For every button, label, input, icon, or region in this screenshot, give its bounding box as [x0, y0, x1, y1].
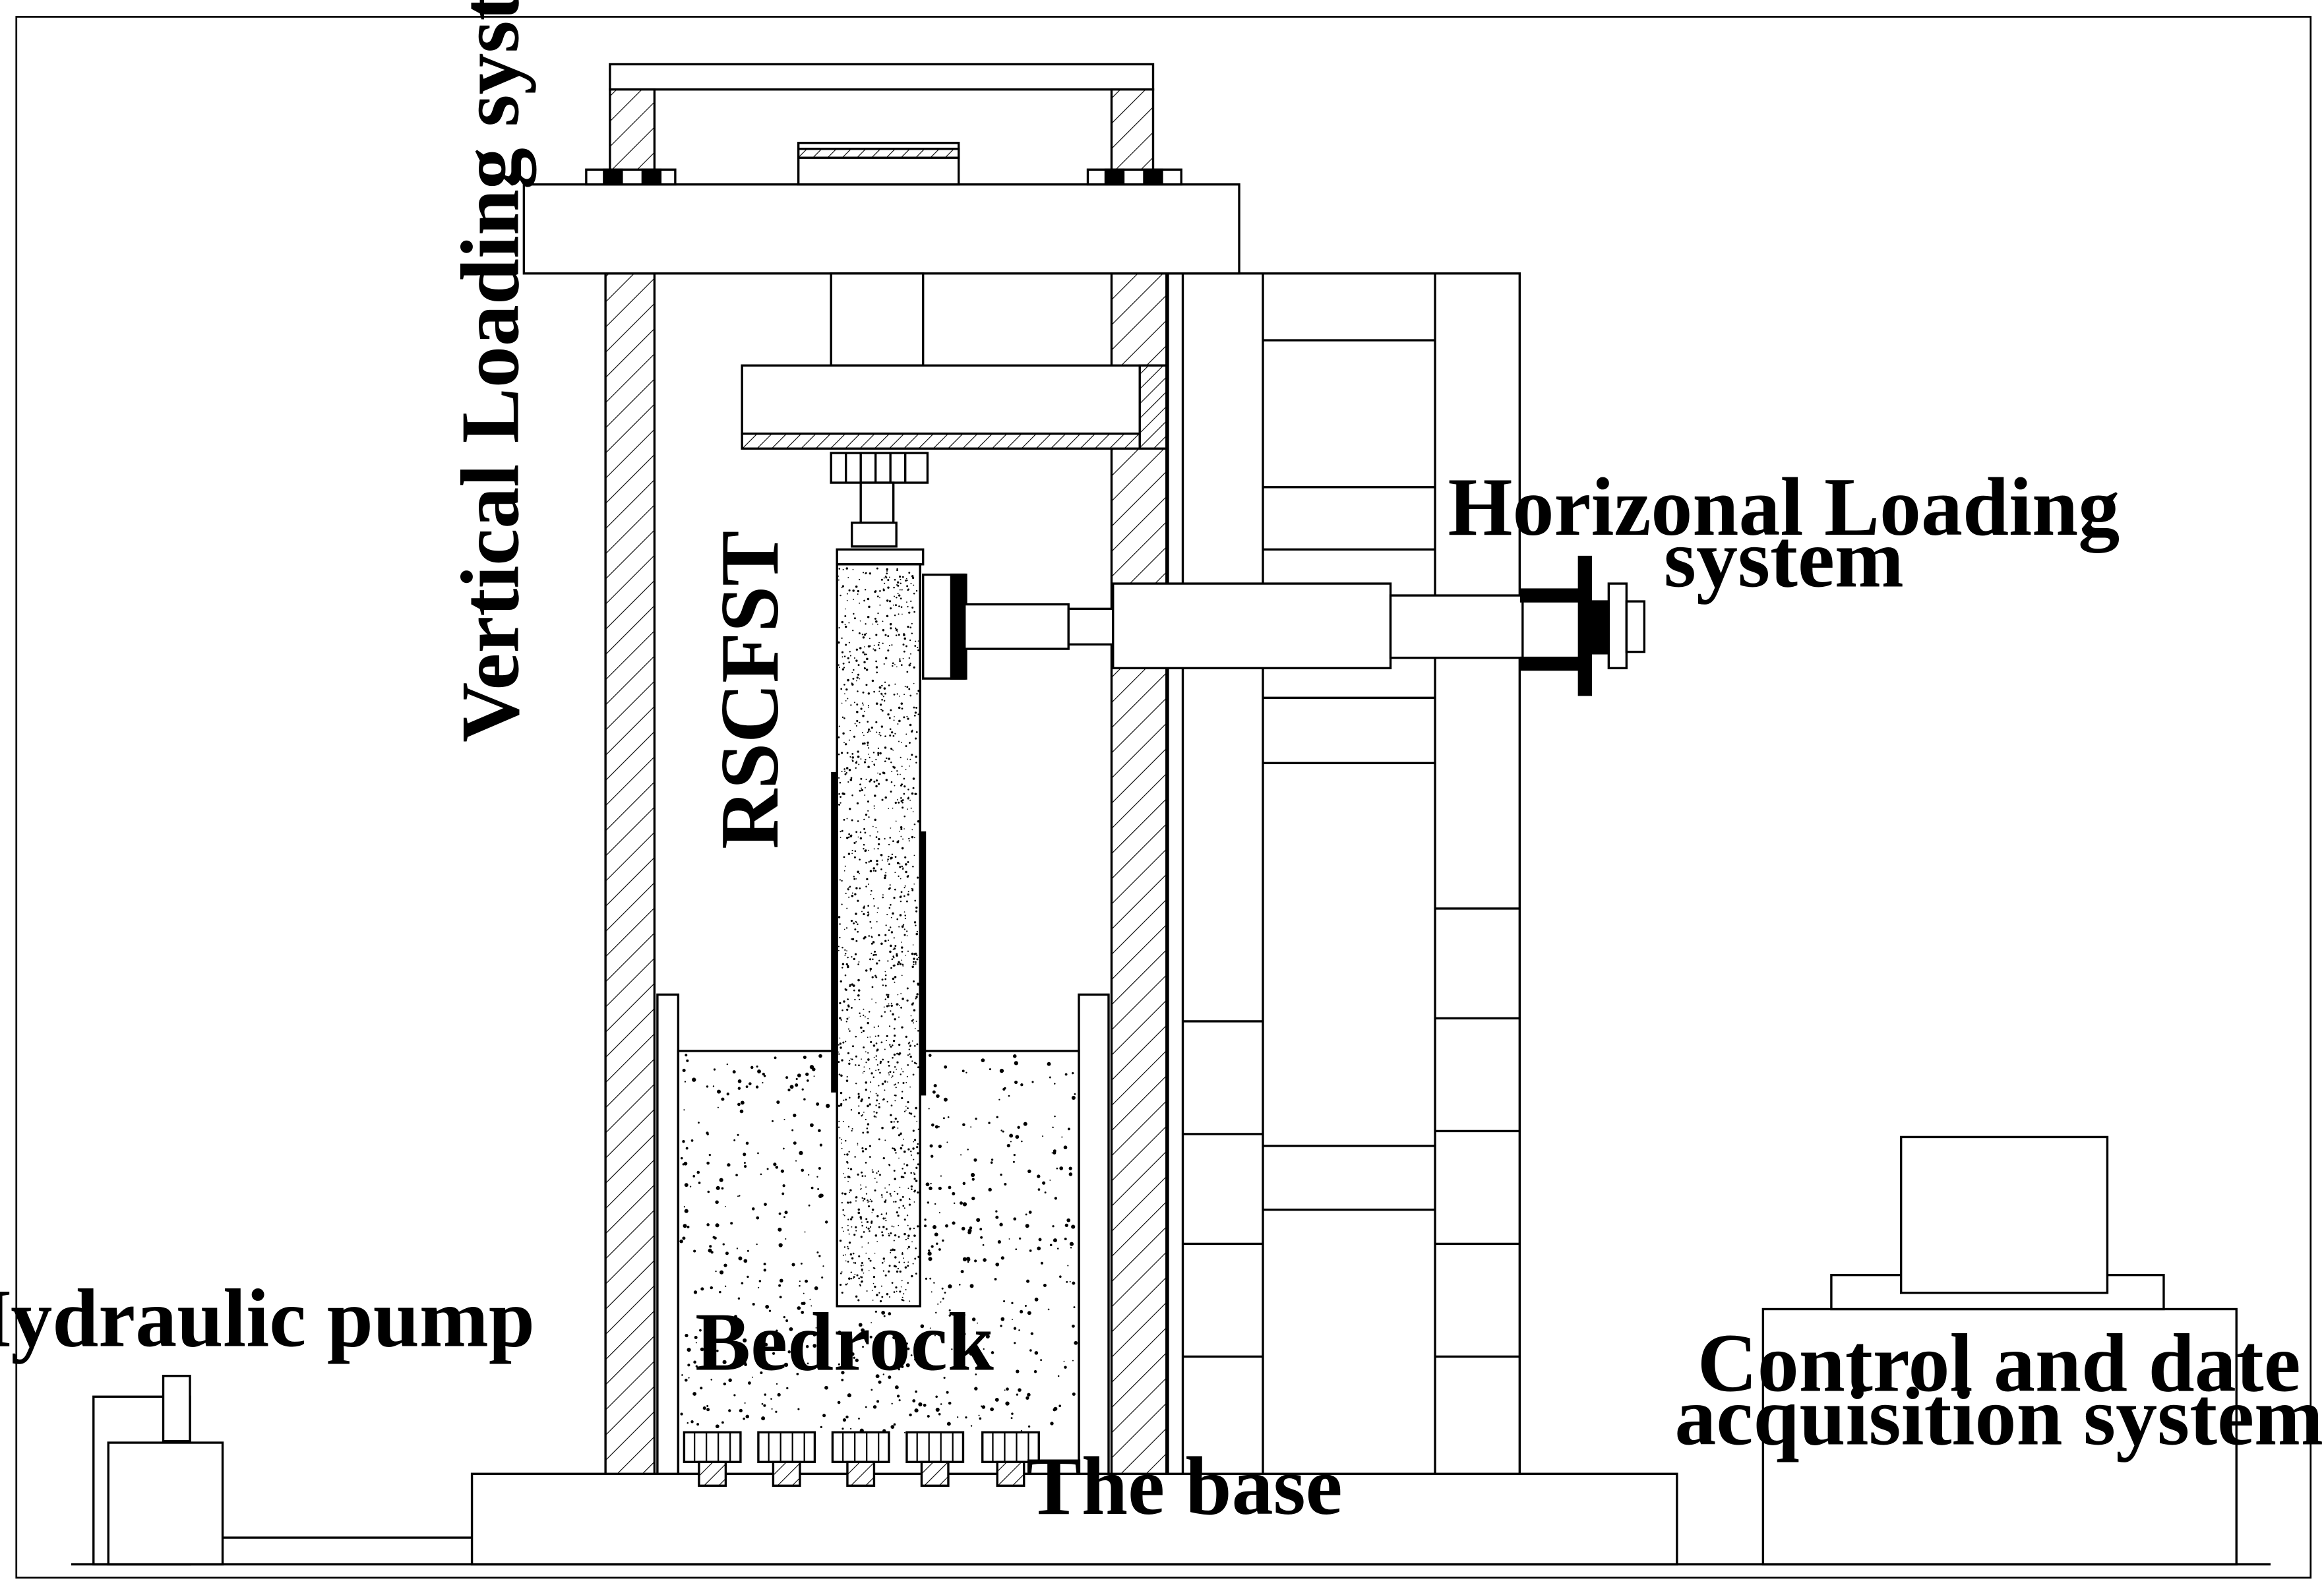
control-system-label-line1: Control and date — [1697, 1317, 2301, 1409]
anchor-bolt-head — [905, 1431, 965, 1463]
vertical-loading-label: Vertical Loading system — [444, 0, 536, 742]
base-label: The base — [1026, 1441, 1343, 1532]
anchor-bolt-shank — [698, 1460, 727, 1487]
anchor-bolt-head — [757, 1431, 816, 1463]
bedrock-label: Bedrock — [695, 1297, 994, 1389]
hydraulic-pump-label: Hydraulic pump — [0, 1273, 535, 1365]
control-system — [1761, 1135, 2238, 1566]
bedrock-texture — [679, 1054, 1078, 1433]
anchor-bolt-shank — [772, 1460, 801, 1487]
anchor-bolt-shank — [996, 1460, 1025, 1487]
anchor-bolts — [683, 1431, 1040, 1487]
vertical-actuator — [741, 272, 1168, 566]
upper-frame — [585, 63, 1182, 186]
figure-border — [15, 16, 2312, 1579]
monitor — [1899, 1135, 2109, 1294]
right-column — [1110, 272, 1168, 1475]
rscfst-label: RSCFST — [704, 531, 796, 849]
horizontal-actuator — [922, 555, 1646, 696]
specimen-concrete-texture — [838, 567, 920, 1303]
anchor-bolt-shank — [920, 1460, 950, 1487]
reaction-wall — [1167, 272, 1521, 1475]
control-system-label-line2: acquisition system — [1674, 1371, 2323, 1462]
base-platform — [470, 1472, 1678, 1566]
anchor-bolt-head — [981, 1431, 1040, 1463]
horizontal-loading-label-line1: Horizonal Loading — [1448, 462, 2120, 553]
hydraulic-pump — [92, 1375, 472, 1566]
anchor-bolt-head — [831, 1431, 890, 1463]
top-crossbeam — [522, 183, 1240, 275]
anchor-bolt-head — [683, 1431, 742, 1463]
left-column — [604, 272, 656, 1475]
anchor-bolt-shank — [846, 1460, 876, 1487]
horizontal-loading-label-line2: system — [1664, 514, 1904, 605]
